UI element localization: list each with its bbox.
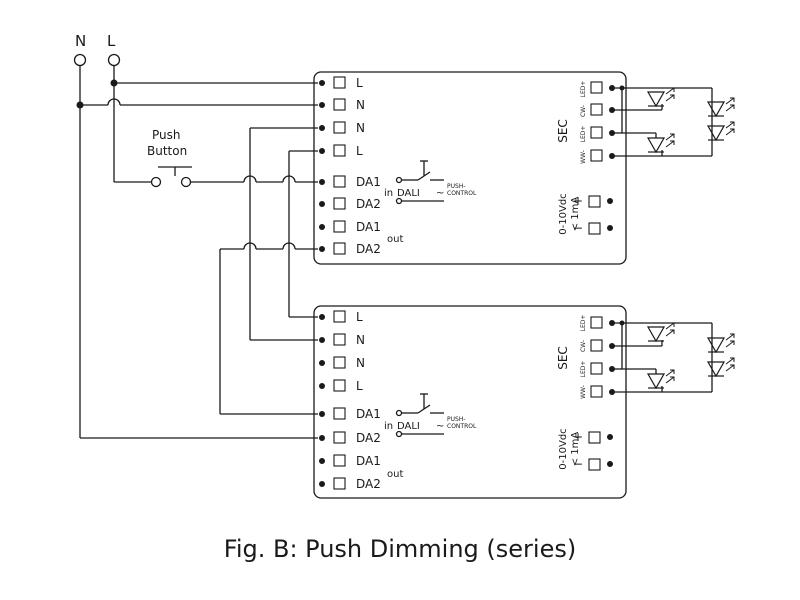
driver-2-secondary: SEC LED+ CW- LED+ WW- 0-10Vdc < 1mA + − xyxy=(556,315,615,471)
svg-text:−: − xyxy=(573,221,583,235)
driver-1-terminal-row: L xyxy=(319,144,363,158)
svg-text:DA1: DA1 xyxy=(356,220,381,234)
svg-text:SEC: SEC xyxy=(556,346,570,370)
driver-1-terminal-row: DA2 xyxy=(319,197,381,211)
driver-2-input-terminals: L N N L DA1 DA2 xyxy=(319,310,381,491)
svg-text:DA1: DA1 xyxy=(356,454,381,468)
svg-text:0-10Vdc: 0-10Vdc xyxy=(558,428,569,469)
svg-text:WW-: WW- xyxy=(580,385,587,399)
svg-text:CONTROL: CONTROL xyxy=(447,423,477,430)
wiring xyxy=(76,66,318,439)
driver-1-terminal-row: DA1 xyxy=(319,220,381,234)
driver-2: L N N L DA1 DA2 xyxy=(313,305,735,499)
led-icon xyxy=(647,322,675,342)
led-icon xyxy=(647,133,675,153)
svg-text:in: in xyxy=(384,188,393,199)
driver-2-led-outputs xyxy=(612,320,735,393)
svg-text:0-10Vdc: 0-10Vdc xyxy=(558,193,569,234)
svg-text:DA1: DA1 xyxy=(356,407,381,421)
svg-text:L: L xyxy=(356,379,363,393)
driver-1: L N N L DA1 DA2 xyxy=(313,71,735,265)
svg-text:LED+: LED+ xyxy=(580,126,587,143)
driver-2-terminal-row: N xyxy=(319,333,365,347)
svg-text:DALI: DALI xyxy=(397,188,420,199)
svg-text:< 1mA: < 1mA xyxy=(570,432,581,467)
svg-text:~: ~ xyxy=(436,188,444,199)
driver-2-out-label: out xyxy=(387,469,403,480)
push-button-label-line2: Button xyxy=(147,144,187,158)
driver-1-terminal-row: N xyxy=(319,121,365,135)
driver-2-housing xyxy=(313,305,627,499)
svg-text:DA2: DA2 xyxy=(356,197,381,211)
svg-text:L: L xyxy=(356,76,363,90)
driver-2-dali-switch: in DALI ~ PUSH- CONTROL xyxy=(384,393,477,438)
svg-text:DALI: DALI xyxy=(397,421,420,432)
svg-text:−: − xyxy=(573,457,583,471)
driver-1-input-terminals: L N N L DA1 DA2 xyxy=(319,76,381,256)
svg-text:LED+: LED+ xyxy=(580,361,587,378)
svg-text:DA2: DA2 xyxy=(356,477,381,491)
driver-2-terminal-row: L xyxy=(319,310,363,324)
driver-1-secondary: SEC LED+ CW- LED+ WW- 0-10Vdc < 1mA + − xyxy=(556,81,615,235)
driver-1-terminal-row: N xyxy=(319,98,365,112)
svg-text:L: L xyxy=(356,310,363,324)
push-button-label: Push Button xyxy=(147,128,187,158)
svg-text:PUSH-: PUSH- xyxy=(447,183,466,190)
svg-text:WW-: WW- xyxy=(580,150,587,164)
led-icon xyxy=(647,87,675,107)
figure-caption: Fig. B: Push Dimming (series) xyxy=(224,535,576,563)
svg-text:LED+: LED+ xyxy=(580,315,587,332)
neutral-terminal xyxy=(73,53,87,67)
svg-text:< 1mA: < 1mA xyxy=(570,197,581,232)
driver-1-dali-switch: in DALI ~ PUSH- CONTROL xyxy=(384,160,477,205)
line-label: L xyxy=(107,32,116,50)
svg-text:SEC: SEC xyxy=(556,119,570,143)
svg-text:CONTROL: CONTROL xyxy=(447,190,477,197)
svg-text:N: N xyxy=(356,333,365,347)
svg-text:CW-: CW- xyxy=(580,340,587,352)
svg-text:N: N xyxy=(356,121,365,135)
svg-text:N: N xyxy=(356,98,365,112)
svg-text:+: + xyxy=(573,194,583,208)
neutral-label: N xyxy=(75,32,86,50)
svg-text:LED+: LED+ xyxy=(580,81,587,98)
led-icon xyxy=(647,369,675,389)
line-terminal xyxy=(107,53,121,67)
driver-2-terminal-row: DA1 xyxy=(319,454,381,468)
svg-text:PUSH-: PUSH- xyxy=(447,416,466,423)
driver-1-housing xyxy=(313,71,627,265)
svg-text:+: + xyxy=(573,430,583,444)
driver-2-terminal-row: DA2 xyxy=(319,431,381,445)
svg-text:DA2: DA2 xyxy=(356,242,381,256)
svg-text:~: ~ xyxy=(436,421,444,432)
svg-text:N: N xyxy=(356,356,365,370)
driver-2-terminal-row: L xyxy=(319,379,363,393)
driver-2-terminal-row: N xyxy=(319,356,365,370)
push-button-label-line1: Push xyxy=(152,128,181,142)
driver-1-terminal-row: DA1 xyxy=(319,175,381,189)
driver-1-terminal-row: DA2 xyxy=(319,242,381,256)
driver-1-out-label: out xyxy=(387,234,403,245)
svg-text:CW-: CW- xyxy=(580,105,587,117)
svg-text:DA2: DA2 xyxy=(356,431,381,445)
driver-1-led-outputs xyxy=(612,85,735,157)
driver-2-terminal-row: DA2 xyxy=(319,477,381,491)
svg-text:in: in xyxy=(384,421,393,432)
svg-text:L: L xyxy=(356,144,363,158)
mains-terminals: N L xyxy=(73,32,121,67)
svg-text:DA1: DA1 xyxy=(356,175,381,189)
driver-1-terminal-row: L xyxy=(319,76,363,90)
driver-2-terminal-row: DA1 xyxy=(319,407,381,421)
